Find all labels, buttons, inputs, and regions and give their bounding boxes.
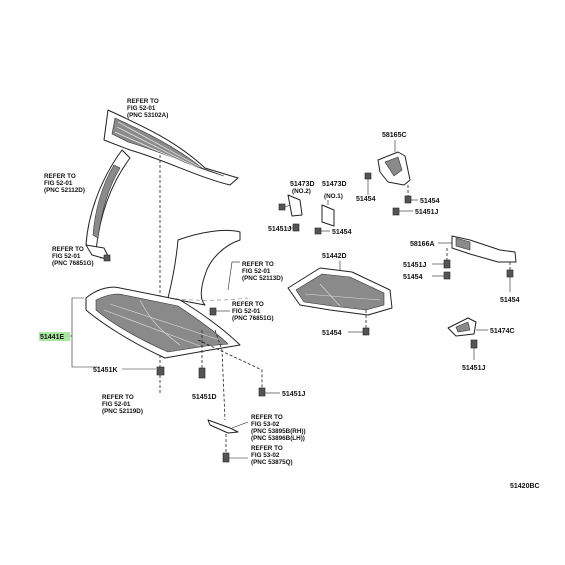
bumper-ref-line2: FIG 52-01 [242, 268, 271, 275]
bolt-center-ref-line1: REFER TO [232, 301, 264, 308]
bolt-51454-center [348, 310, 370, 336]
part-number-51441e: 51441E [40, 334, 64, 341]
fender-ref-line1: REFER TO [44, 173, 76, 180]
bracket-51474c [447, 317, 488, 337]
bolt-51454-right1 [432, 271, 451, 280]
clip-52119d-ref-line1: REFER TO [102, 394, 134, 401]
part-number-51454-top1: 51454 [356, 196, 376, 203]
part-number-58166a: 58166A [410, 241, 435, 248]
part-number-51473d-no1: 51473D [322, 181, 347, 188]
bolt-51451d [198, 330, 206, 379]
clip-53875q-ref-line2: FIG 53-02 [251, 452, 280, 459]
bracket-51473d-no1 [321, 200, 335, 227]
clip-51451k [156, 366, 165, 395]
label-51473d-no1: 51473D (NO.1) [322, 181, 347, 200]
part-number-51473d-no2: 51473D [290, 181, 315, 188]
highlight-51441e [39, 332, 70, 341]
bolt-76851g-center [209, 307, 230, 316]
seal-ref-line3: (PNC 53895B(RH)) [251, 428, 306, 435]
part-number-51454-top2: 51454 [420, 198, 440, 205]
part-note-51473d-no1: (NO.1) [324, 193, 343, 200]
grille-ref-line2: FIG 52-01 [127, 105, 156, 112]
bolt-center-ref-line3: (PNC 76851G) [232, 315, 274, 322]
part-number-51454-center: 51454 [322, 330, 342, 337]
part-number-51474c: 51474C [490, 328, 515, 335]
clip-53875q [222, 434, 248, 463]
part-number-51454-right2: 51454 [500, 297, 520, 304]
dashed-leader-51451j [197, 339, 263, 388]
seal-ref-line1: REFER TO [251, 414, 283, 421]
dashed-leader-seal [214, 329, 226, 421]
part-number-51451k: 51451K [93, 367, 118, 374]
clip-51451j-top [392, 207, 413, 216]
bolt-76851g-left-ref: REFER TO FIG 52-01 (PNC 76851G) [52, 246, 94, 267]
seal-ref-line2: FIG 53-02 [251, 421, 280, 428]
fender-liner-part [85, 149, 131, 261]
bolt-51454-top2 [404, 185, 418, 204]
label-51441e: 51441E [39, 297, 100, 368]
fender-ref-line3: (PNC 52112D) [44, 187, 85, 194]
grille-ref: REFER TO FIG 52-01 (PNC 53102A) [127, 98, 168, 119]
bolt-center-ref-line2: FIG 52-01 [232, 308, 261, 315]
figure-id: 51420BC [510, 483, 540, 490]
fender-ref-line2: FIG 52-01 [44, 180, 73, 187]
clip-51451j-mid [287, 223, 300, 232]
part-number-51451j-top: 51451J [415, 209, 438, 216]
engine-under-cover-51442d [287, 267, 393, 316]
bumper-ref: REFER TO FIG 52-01 (PNC 52113D) [227, 261, 283, 291]
bracket-58165c [377, 140, 411, 186]
engine-under-cover-51441e [85, 286, 241, 359]
bumper-ref-line3: (PNC 52113D) [242, 275, 283, 282]
bolt-51454-top1 [364, 172, 372, 195]
part-number-51442d: 51442D [322, 253, 347, 260]
grille-ref-line1: REFER TO [127, 98, 159, 105]
part-number-51454-mid: 51454 [332, 229, 352, 236]
part-number-58165c: 58165C [382, 132, 407, 139]
clip-51451j-right [432, 248, 451, 269]
clip-52119d-ref: REFER TO FIG 52-01 (PNC 52119D) [102, 394, 143, 415]
clip-53875q-ref-line1: REFER TO [251, 445, 283, 452]
bracket-58166a [438, 235, 517, 263]
bolt-76851g-left [100, 254, 111, 262]
bolt-51454-right2 [506, 262, 514, 292]
bolt-left-ref-line1: REFER TO [52, 246, 84, 253]
clip-51451j-br [470, 339, 478, 360]
grille-ref-line3: (PNC 53102A) [127, 112, 168, 119]
part-number-51451j-mid: 51451J [268, 226, 291, 233]
part-number-51451j-bottom: 51451J [282, 391, 305, 398]
seal-ref-line4: (PNC 53896B(LH)) [251, 435, 305, 442]
seal-53895b-ref: REFER TO FIG 53-02 (PNC 53895B(RH)) (PNC… [251, 414, 306, 442]
clip-52119d-ref-line2: FIG 52-01 [102, 401, 131, 408]
part-number-51451j-br: 51451J [462, 365, 485, 372]
label-51473d-no2: 51473D (NO.2) [290, 181, 315, 195]
part-note-51473d-no2: (NO.2) [292, 188, 311, 195]
bumper-cover-part [167, 229, 249, 306]
bolt-51454-mid [314, 227, 330, 235]
fender-ref: REFER TO FIG 52-01 (PNC 52112D) [44, 173, 85, 194]
grille-part [103, 109, 239, 186]
clip-51451j-bottom [258, 387, 280, 397]
part-number-51454-right1: 51454 [403, 274, 423, 281]
part-number-51451j-right: 51451J [403, 262, 426, 269]
clip-52119d-ref-line3: (PNC 52119D) [102, 408, 143, 415]
bolt-left-ref-line2: FIG 52-01 [52, 253, 81, 260]
clip-53875q-ref-line3: (PNC 53875Q) [251, 459, 293, 466]
side-seal-part [207, 419, 249, 434]
bracket-51473d-no2 [278, 194, 303, 217]
bolt-left-ref-line3: (PNC 76851G) [52, 260, 94, 267]
clip-53875q-ref: REFER TO FIG 53-02 (PNC 53875Q) [251, 445, 293, 466]
bumper-ref-line1: REFER TO [242, 261, 274, 268]
part-number-51451d: 51451D [192, 394, 217, 401]
bolt-76851g-center-ref: REFER TO FIG 52-01 (PNC 76851G) [232, 301, 274, 322]
bracket-51441e [71, 297, 100, 368]
